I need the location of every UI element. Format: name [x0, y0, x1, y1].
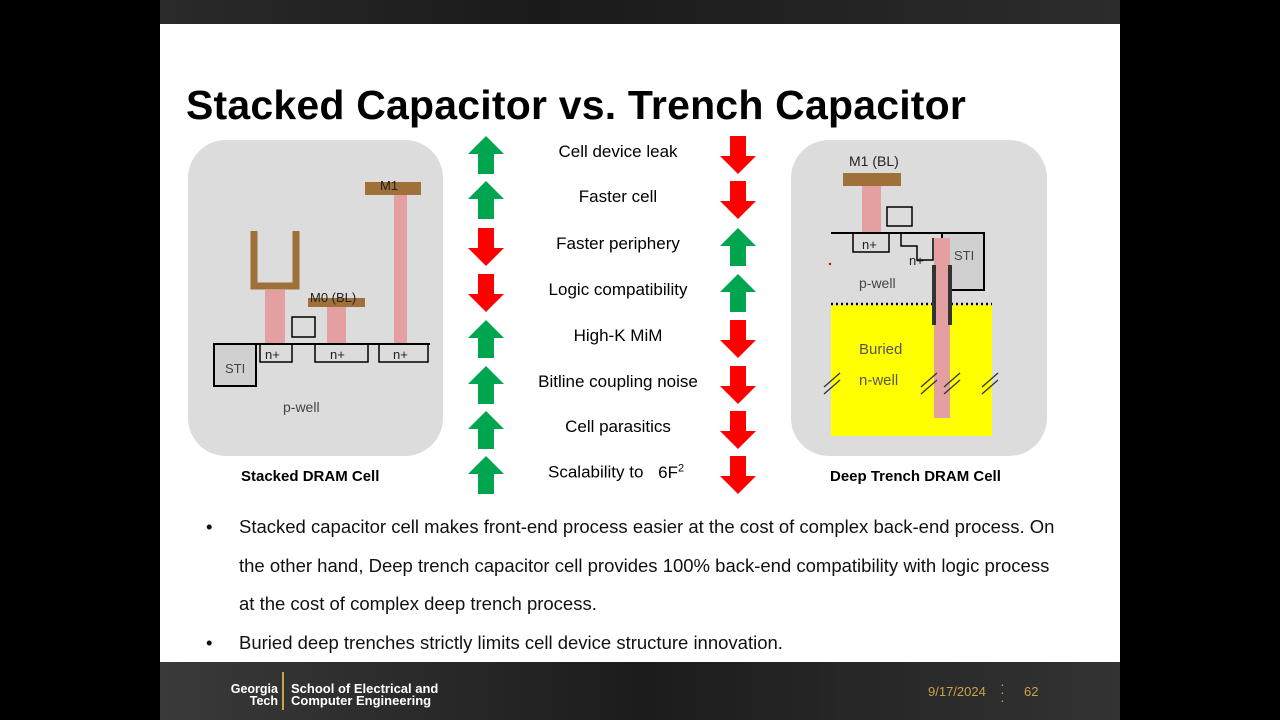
comparison-row: Bitline coupling noise	[460, 366, 780, 412]
comparison-row: High-K MiM	[460, 320, 780, 366]
comparison-label: Faster cell	[578, 187, 658, 206]
bullet-marker: •	[206, 631, 213, 653]
n-plus-label-1: n+	[862, 237, 877, 252]
comparison-row: Faster periphery	[460, 228, 780, 274]
capacitor-contact	[265, 290, 285, 344]
comparison-label: Bitline coupling noise	[538, 372, 698, 391]
bullet-marker: •	[206, 516, 213, 537]
gate-box	[291, 316, 316, 338]
logo-divider	[282, 672, 284, 710]
m1-via	[394, 195, 407, 344]
bl-contact	[862, 186, 881, 234]
n-plus-region-1	[852, 233, 890, 253]
down-arrow-icon	[468, 274, 504, 312]
trench-cell-diagram: M1 (BL) n+ n+ STI p-well Buried n-well	[791, 140, 1047, 456]
comparison-row: Scalability to 6F2	[460, 456, 780, 502]
page-number: 62	[1024, 684, 1039, 699]
comparison-label: Faster periphery	[556, 234, 680, 253]
red-dot	[828, 262, 832, 266]
slide-footer: Georgia Tech School of Electrical and Co…	[160, 662, 1120, 720]
n-plus-label-1: n+	[265, 347, 280, 362]
down-arrow-icon	[720, 456, 756, 494]
sti-label: STI	[225, 361, 246, 376]
m1-label: M1	[380, 178, 399, 193]
sti-block	[213, 343, 257, 387]
deep-trench	[934, 238, 950, 418]
comparison-row: Cell parasitics	[460, 411, 780, 457]
n-plus-label-3: n+	[393, 347, 408, 362]
slide-date: 9/17/2024	[928, 684, 986, 699]
comparison-row: Cell device leak	[460, 136, 780, 182]
down-arrow-icon	[468, 228, 504, 266]
up-arrow-icon	[468, 181, 504, 219]
comparison-row: Faster cell	[460, 181, 780, 227]
up-arrow-icon	[468, 136, 504, 174]
down-arrow-icon	[720, 411, 756, 449]
trench-cell-drawing	[823, 173, 999, 436]
bullet-text: Stacked capacitor cell makes front-end p…	[239, 516, 1055, 614]
m1-bl-line	[843, 173, 901, 186]
comparison-label: Logic compatibility	[548, 280, 688, 299]
trench-cell-caption: Deep Trench DRAM Cell	[830, 468, 1001, 485]
capacitor-shape	[250, 231, 300, 290]
school-name: School of Electrical and Computer Engine…	[291, 681, 439, 708]
top-bar	[160, 0, 1120, 24]
comparison-label: Scalability to 6F2	[548, 462, 748, 483]
gate-box	[886, 206, 913, 227]
p-well-label: p-well	[283, 399, 320, 415]
bullet-text: Buried deep trenches strictly limits cel…	[239, 631, 783, 653]
comparison-label: Cell device leak	[558, 142, 678, 161]
slide-title: Stacked Capacitor vs. Trench Capacitor	[186, 82, 967, 128]
comparison-label: Cell parasitics	[565, 417, 671, 436]
sti-label: STI	[954, 248, 975, 263]
up-arrow-icon	[468, 366, 504, 404]
comparison-label: High-K MiM	[573, 326, 663, 345]
m1-bl-label: M1 (BL)	[849, 153, 899, 169]
n-plus-region-3	[378, 344, 429, 363]
up-arrow-icon	[468, 320, 504, 358]
stacked-cell-diagram: M1 M0 (BL) STI n+ n+ n+ p-well	[188, 140, 443, 456]
m0-label: M0 (BL)	[310, 290, 357, 305]
comparison-row: Logic compatibility	[460, 274, 780, 320]
down-arrow-icon	[720, 320, 756, 358]
buried-n-well	[831, 305, 992, 436]
m0-contact	[327, 307, 346, 344]
n-plus-region-2	[900, 233, 934, 261]
up-arrow-icon	[468, 411, 504, 449]
down-arrow-icon	[720, 136, 756, 174]
bullet-item: • Buried deep trenches strictly limits c…	[206, 624, 1066, 663]
trench-collar-right	[948, 265, 952, 325]
vertical-dots-icon: ···	[1000, 676, 1005, 708]
up-arrow-icon	[720, 228, 756, 266]
scalability-text: Scalability to	[548, 462, 644, 482]
up-arrow-icon	[468, 456, 504, 494]
down-arrow-icon	[720, 181, 756, 219]
georgia-tech-logo: Georgia Tech	[230, 682, 278, 708]
stacked-cell-caption: Stacked DRAM Cell	[241, 468, 380, 485]
n-plus-region-1	[259, 344, 293, 363]
buried-label: Buried	[859, 341, 903, 358]
n-plus-region-2	[314, 344, 369, 363]
n-plus-label-2: n+	[330, 347, 345, 362]
hatch-marks	[823, 372, 999, 395]
stacked-cell-drawing	[213, 182, 430, 387]
slide: Stacked Capacitor vs. Trench Capacitor M…	[160, 0, 1120, 720]
n-plus-label-2: n+	[909, 253, 924, 268]
up-arrow-icon	[720, 274, 756, 312]
m0-line	[308, 298, 365, 307]
trench-collar-left	[932, 265, 936, 325]
p-well-label: p-well	[859, 275, 896, 291]
n-well-label: n-well	[859, 372, 899, 389]
m1-line	[365, 182, 421, 195]
bullet-item: • Stacked capacitor cell makes front-end…	[206, 508, 1066, 624]
scalability-value: 6F2	[658, 462, 685, 482]
bullet-list: • Stacked capacitor cell makes front-end…	[206, 508, 1066, 662]
down-arrow-icon	[720, 366, 756, 404]
